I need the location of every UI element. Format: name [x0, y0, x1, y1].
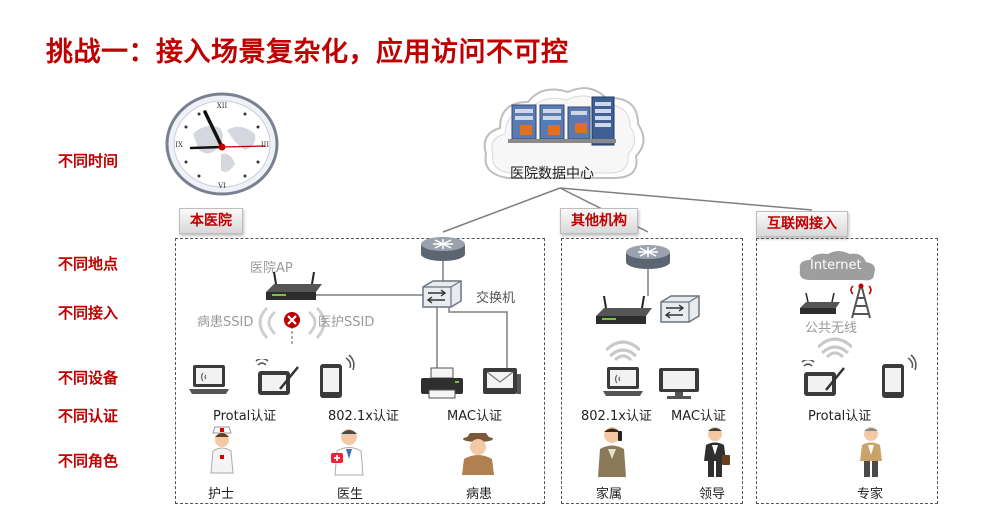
nurse-icon: [210, 426, 234, 474]
role-label-family: 家属: [596, 487, 623, 502]
ssid-patient-label: 病患SSID: [197, 315, 254, 330]
clock-icon: XII VI IX III: [165, 92, 279, 196]
page-title: 挑战一：接入场景复杂化，应用访问不可控: [46, 37, 569, 68]
row-label-access: 不同接入: [58, 304, 119, 322]
wifi-signal-icon: [818, 337, 852, 359]
smartphone-icon: [320, 354, 355, 398]
wifi-signal-icon: [258, 306, 326, 344]
wireless-ap-icon: [800, 292, 840, 314]
auth-label-portal: Protal认证: [213, 409, 277, 424]
auth-label-8021x: 802.1x认证: [328, 409, 399, 424]
role-label-expert: 专家: [857, 487, 884, 502]
svg-text:VI: VI: [217, 182, 226, 190]
role-label-patient: 病患: [466, 487, 493, 502]
panel-internet: [756, 238, 938, 504]
row-label-device: 不同设备: [58, 369, 119, 387]
laptop-icon: [189, 365, 229, 394]
tab-internet-access: 互联网接入: [756, 211, 848, 237]
auth-label-mac-other: MAC认证: [671, 409, 726, 424]
auth-label-portal-internet: Protal认证: [808, 409, 872, 424]
row-label-auth: 不同认证: [58, 407, 119, 425]
svg-text:XII: XII: [217, 102, 228, 110]
tablet-pen-icon: [801, 360, 845, 396]
internet-label: Internet: [810, 258, 862, 273]
row-label-role: 不同角色: [58, 452, 119, 470]
panel-other-institution: [561, 238, 743, 504]
role-label-nurse: 护士: [208, 487, 235, 502]
ap-label: 医院AP: [250, 261, 293, 276]
family-member-icon: [598, 427, 626, 477]
patient-icon: [462, 433, 494, 475]
expert-icon: [860, 427, 882, 477]
cell-tower-icon: [850, 283, 872, 319]
laptop-icon: [603, 367, 643, 396]
wireless-ap-icon: [596, 295, 652, 324]
wireless-ap-icon: [266, 271, 322, 300]
role-label-leader: 领导: [699, 487, 726, 502]
row-label-location: 不同地点: [58, 255, 119, 273]
switch-label: 交换机: [476, 291, 516, 306]
public-wifi-label: 公共无线: [805, 321, 858, 336]
leader-icon: [704, 427, 730, 477]
router-icon: [421, 237, 465, 261]
doctor-icon: [331, 429, 364, 476]
datacenter-label: 医院数据中心: [510, 166, 594, 182]
ssid-staff-label: 医护SSID: [318, 315, 375, 330]
switch-icon: [422, 280, 462, 308]
row-label-time: 不同时间: [58, 152, 119, 170]
tablet-pen-icon: [255, 359, 299, 395]
router-icon: [626, 245, 670, 269]
server-rack-icon: [508, 96, 616, 146]
internet-cloud-icon: [799, 251, 875, 281]
tab-hospital: 本医院: [179, 208, 243, 234]
auth-label-8021x-other: 802.1x认证: [581, 409, 652, 424]
wifi-signal-icon: [606, 340, 640, 362]
switch-icon: [660, 295, 700, 323]
role-label-doctor: 医生: [337, 487, 364, 502]
tab-other-institution: 其他机构: [560, 208, 638, 234]
svg-text:IX: IX: [175, 141, 183, 149]
smartphone-icon: [882, 354, 917, 398]
svg-text:III: III: [261, 141, 270, 149]
panel-hospital: [175, 238, 545, 504]
auth-label-mac: MAC认证: [447, 409, 502, 424]
printer-icon: [421, 367, 463, 399]
pos-terminal-icon: [483, 368, 521, 394]
desktop-monitor-icon: [659, 368, 699, 399]
